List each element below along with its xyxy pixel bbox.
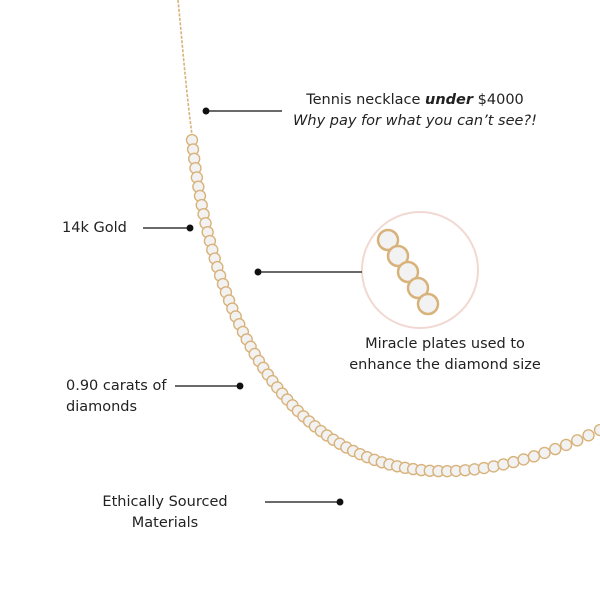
headline: Tennis necklace under $4000 Why pay for …	[270, 90, 560, 132]
callout-gold: 14k Gold	[62, 220, 127, 236]
callout-plates: Miracle plates used to enhance the diamo…	[330, 334, 560, 376]
plates-line2: enhance the diamond size	[349, 357, 541, 373]
callout-carats: 0.90 carats of diamonds	[66, 376, 166, 418]
carats-line1: 0.90 carats of	[66, 378, 167, 394]
diamond	[549, 442, 562, 456]
chain	[177, 0, 193, 136]
diamond	[396, 260, 420, 284]
diamond	[406, 276, 430, 300]
diamond	[497, 458, 510, 471]
diamond-strand	[185, 133, 600, 478]
callout-ethical: Ethically Sourced Materials	[90, 492, 240, 534]
diamond	[571, 434, 584, 447]
headline-subline: Why pay for what you can’t see?!	[293, 113, 537, 129]
diamond	[593, 423, 600, 437]
plates-line1: Miracle plates used to	[365, 336, 525, 352]
headline-emphasis: under	[425, 92, 474, 108]
diamond	[416, 292, 440, 316]
diamond	[517, 453, 530, 466]
callout-lines	[143, 107, 362, 506]
diamond	[507, 455, 520, 469]
diamond	[538, 446, 551, 460]
diamond	[582, 429, 595, 442]
inset-diamonds	[376, 228, 440, 316]
diamond	[386, 244, 410, 268]
ethical-line2: Materials	[131, 515, 199, 531]
diamond	[559, 438, 573, 452]
diamond	[376, 228, 400, 252]
headline-price: $4000	[473, 92, 524, 108]
diamond	[487, 460, 500, 473]
diamond	[527, 450, 541, 463]
headline-text: Tennis necklace	[306, 92, 426, 108]
carats-line2: diamonds	[66, 399, 138, 415]
ethical-line1: Ethically Sourced	[102, 494, 228, 510]
